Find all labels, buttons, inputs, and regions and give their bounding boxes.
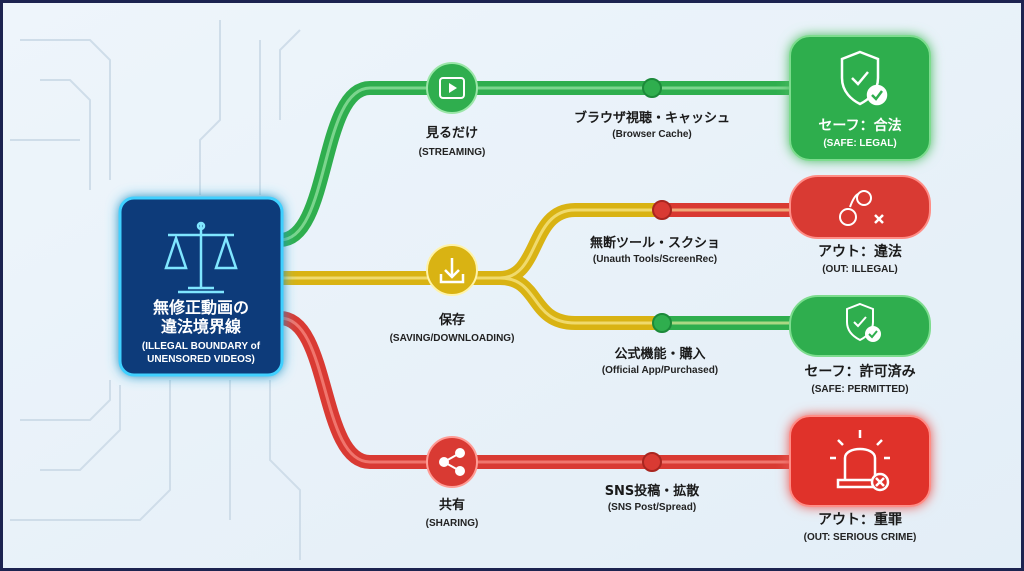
center-node: 無修正動画の 違法境界線 (ILLEGAL BOUNDARY of UNENSO…	[118, 196, 284, 377]
path-dots	[642, 78, 672, 472]
download-icon	[439, 258, 465, 284]
scales-icon	[164, 221, 238, 294]
saving-sublabel: (SAVING/DOWNLOADING)	[390, 333, 515, 344]
share-icon	[439, 448, 465, 476]
saving-node	[426, 244, 478, 296]
out-illegal-result	[789, 175, 931, 239]
center-title-line2: 違法境界線	[161, 317, 241, 336]
flow-paths	[273, 81, 802, 469]
siren-icon	[830, 430, 890, 492]
play-icon	[439, 77, 465, 99]
saving-label: 保存	[438, 312, 465, 328]
official-app-sublabel: (Official App/Purchased)	[602, 365, 718, 376]
sharing-node	[426, 436, 478, 488]
safe-permitted-label: セーフ：許可済み	[804, 363, 915, 380]
out-illegal-label: アウト：違法	[818, 243, 902, 260]
official-app-label: 公式機能・購入	[614, 346, 705, 362]
streaming-node	[426, 62, 478, 114]
center-subtitle-line1: (ILLEGAL BOUNDARY of	[142, 341, 261, 352]
sharing-label: 共有	[439, 497, 465, 513]
streaming-label: 見るだけ	[425, 126, 478, 141]
unauth-tools-sublabel: (Unauth Tools/ScreenRec)	[593, 254, 717, 265]
serious-crime-label: アウト：重罪	[818, 511, 902, 528]
center-title-line1: 無修正動画の	[153, 298, 249, 317]
shield-check-icon	[840, 50, 888, 106]
serious-crime-sublabel: (OUT: SERIOUS CRIME)	[804, 532, 917, 543]
sns-post-label: SNS投稿・拡散	[605, 483, 701, 499]
browser-cache-sublabel: (Browser Cache)	[612, 129, 691, 140]
safe-legal-label: セーフ：合法	[818, 117, 901, 134]
shield-check-icon	[846, 302, 881, 342]
safe-permitted-sublabel: (SAFE: PERMITTED)	[811, 384, 908, 395]
safe-legal-sublabel: (SAFE: LEGAL)	[823, 138, 896, 149]
serious-crime-result	[789, 415, 931, 507]
sns-post-sublabel: (SNS Post/Spread)	[608, 502, 696, 513]
unauth-tools-label: 無断ツール・スクショ	[590, 235, 720, 251]
center-subtitle-line2: UNENSORED VIDEOS)	[147, 354, 255, 365]
streaming-sublabel: (STREAMING)	[419, 147, 486, 158]
safe-legal-result: セーフ：合法 (SAFE: LEGAL)	[789, 35, 931, 161]
out-illegal-sublabel: (OUT: ILLEGAL)	[822, 264, 898, 275]
sharing-sublabel: (SHARING)	[426, 518, 479, 529]
handcuffs-icon	[839, 190, 884, 226]
browser-cache-label: ブラウザ視聴・キャッシュ	[574, 110, 730, 126]
circuit-decoration	[10, 20, 301, 560]
safe-permitted-result	[789, 295, 931, 357]
